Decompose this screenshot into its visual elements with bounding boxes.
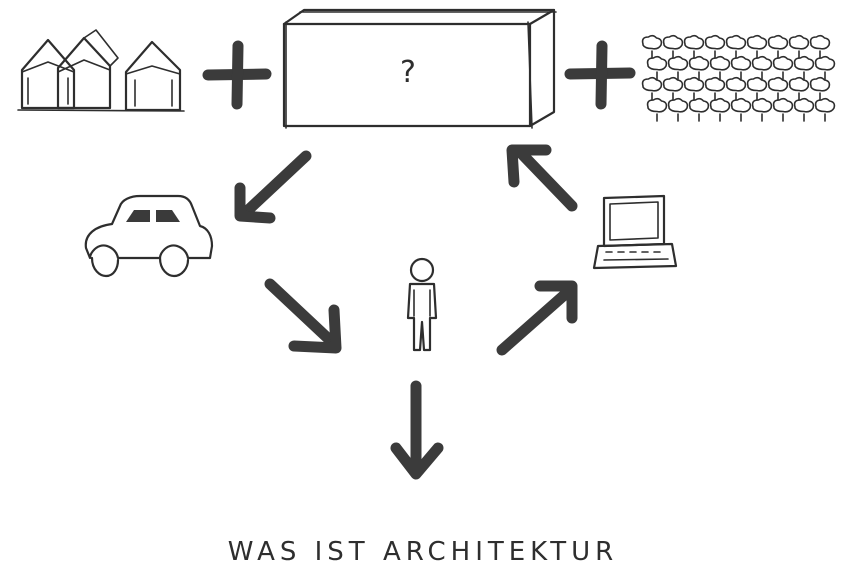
tree-crown xyxy=(667,97,689,113)
tree-crown xyxy=(809,76,831,92)
tree-crown xyxy=(709,97,731,113)
question-mark: ? xyxy=(400,55,416,90)
tree-crown xyxy=(746,34,768,50)
tree-crown xyxy=(662,76,684,92)
tree-crown xyxy=(751,55,773,71)
tree-crown xyxy=(688,97,710,113)
tree-crown xyxy=(667,55,689,71)
arrow-to-person xyxy=(264,278,342,354)
tree-crown xyxy=(746,76,768,92)
tree-crown xyxy=(814,97,836,113)
tree-crown xyxy=(751,97,773,113)
plus-icon-right xyxy=(564,40,636,110)
arrow-to-laptop xyxy=(496,280,578,356)
tree-crown xyxy=(730,55,752,71)
plus-icon-left xyxy=(202,40,272,110)
trees-icon xyxy=(641,34,836,122)
tree-crown xyxy=(772,55,794,71)
tree-crown xyxy=(646,97,668,113)
tree-crown xyxy=(809,34,831,50)
tree-crown xyxy=(730,97,752,113)
unknown-box-icon: ? xyxy=(282,8,557,129)
houses-icon xyxy=(17,29,185,112)
tree-crown xyxy=(793,55,815,71)
tree-crown xyxy=(646,55,668,71)
tree-crown xyxy=(662,34,684,50)
tree-crown xyxy=(688,55,710,71)
arrow-to-box xyxy=(506,144,578,212)
tree-crown xyxy=(767,34,789,50)
tree-crown xyxy=(767,76,789,92)
tree-crown xyxy=(788,76,810,92)
laptop-icon xyxy=(592,194,678,270)
tree-crown xyxy=(641,76,663,92)
tree-crown xyxy=(704,76,726,92)
caption-text: WAS IST ARCHITEKTUR xyxy=(228,537,618,567)
tree-crown xyxy=(772,97,794,113)
tree-crown xyxy=(725,76,747,92)
tree-crown xyxy=(683,76,705,92)
arrow-down xyxy=(390,380,444,480)
tree-crown xyxy=(704,34,726,50)
arrow-to-car xyxy=(234,150,312,224)
car-icon xyxy=(84,194,214,278)
tree-crown xyxy=(683,34,705,50)
person-icon xyxy=(406,257,438,352)
tree-crown xyxy=(814,55,836,71)
tree-crown xyxy=(709,55,731,71)
tree-crown xyxy=(641,34,663,50)
tree-crown xyxy=(788,34,810,50)
tree-crown xyxy=(793,97,815,113)
tree-crown xyxy=(725,34,747,50)
